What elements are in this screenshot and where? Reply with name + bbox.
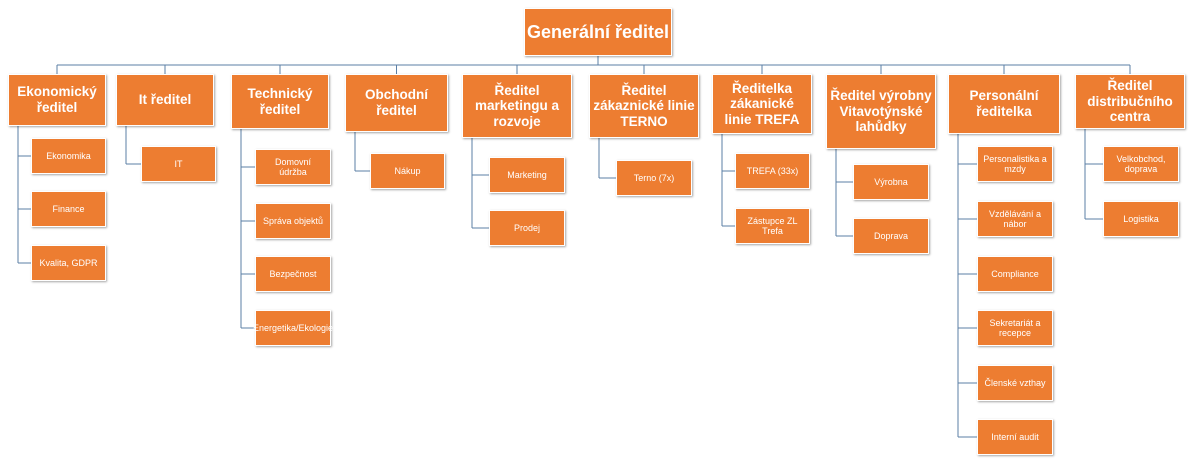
sub-unit-label: IT: [174, 158, 183, 169]
sub-unit-label: Vzdělávání a nábor: [988, 208, 1042, 229]
sub-unit-label: Interní audit: [991, 431, 1039, 442]
sub-unit-label: Domovní údržba: [274, 156, 311, 177]
sub-unit-label: Sekretariát a recepce: [989, 317, 1041, 338]
sub-unit-box: Velkobchod, doprava: [1103, 146, 1179, 182]
sub-unit-box: Sekretariát a recepce: [977, 310, 1053, 346]
sub-unit-label: Správa objektů: [262, 215, 324, 226]
sub-unit-label: Prodej: [513, 222, 540, 233]
root-label: Generální ředitel: [526, 21, 670, 42]
sub-unit-box: Domovní údržba: [255, 149, 331, 185]
sub-unit-box: Kvalita, GDPR: [31, 245, 106, 281]
department-label: Ředitel výrobny Vitavotýnské lahůdky: [830, 88, 932, 135]
sub-unit-box: Marketing: [489, 157, 565, 193]
department-box: Obchodní ředitel: [345, 74, 448, 132]
department-box: Technický ředitel: [231, 74, 329, 129]
department-label: Ředitel distribučního centra: [1087, 78, 1173, 125]
department-label: Personální ředitelka: [969, 88, 1039, 119]
sub-unit-box: Energetika/Ekologie: [252, 310, 334, 346]
sub-unit-box: IT: [141, 146, 216, 182]
sub-unit-box: Ekonomika: [31, 138, 106, 174]
sub-unit-box: Výrobna: [853, 164, 929, 200]
sub-unit-label: TREFA (33x): [746, 165, 799, 176]
department-label: Ekonomický ředitel: [17, 84, 97, 115]
sub-unit-label: Bezpečnost: [269, 268, 317, 279]
sub-unit-label: Velkobchod, doprava: [1116, 153, 1166, 174]
sub-unit-label: Logistika: [1123, 213, 1159, 224]
department-box: Ředitel zákaznické linie TERNO: [589, 74, 699, 138]
department-box: Ředitel výrobny Vitavotýnské lahůdky: [826, 74, 936, 149]
department-label: Technický ředitel: [247, 85, 313, 117]
sub-unit-box: Terno (7x): [616, 160, 692, 196]
sub-unit-box: Finance: [31, 191, 106, 227]
sub-unit-label: Personalistika a mzdy: [983, 153, 1047, 174]
department-box: It ředitel: [116, 74, 214, 126]
root-box-generalni-reditel: Generální ředitel: [524, 8, 672, 56]
sub-unit-box: Bezpečnost: [255, 256, 331, 292]
sub-unit-box: Compliance: [977, 256, 1053, 292]
sub-unit-box: Zástupce ZL Trefa: [735, 208, 810, 244]
sub-unit-box: Doprava: [853, 218, 929, 254]
department-label: Ředitel marketingu a rozvoje: [474, 82, 560, 129]
sub-unit-box: Logistika: [1103, 201, 1179, 237]
sub-unit-box: Nákup: [370, 153, 445, 189]
department-label: It ředitel: [138, 92, 192, 108]
sub-unit-box: Prodej: [489, 210, 565, 246]
department-label: Ředitel zákaznické linie TERNO: [593, 82, 695, 129]
sub-unit-label: Marketing: [507, 169, 547, 180]
sub-unit-label: Výrobna: [874, 176, 908, 187]
sub-unit-label: Terno (7x): [633, 172, 675, 183]
sub-unit-label: Členské vzthay: [984, 377, 1046, 388]
department-box: Personální ředitelka: [948, 74, 1060, 134]
sub-unit-label: Nákup: [394, 165, 421, 176]
sub-unit-box: Interní audit: [977, 419, 1053, 455]
department-box: Ředitel marketingu a rozvoje: [462, 74, 572, 138]
department-label: Ředitelka zákanické linie TREFA: [724, 80, 800, 127]
sub-unit-box: TREFA (33x): [735, 153, 810, 189]
sub-unit-label: Doprava: [873, 230, 909, 241]
sub-unit-label: Zástupce ZL Trefa: [747, 215, 798, 236]
department-box: Ředitelka zákanické linie TREFA: [712, 74, 812, 134]
sub-unit-label: Compliance: [991, 268, 1039, 279]
department-box: Ekonomický ředitel: [8, 74, 106, 126]
sub-unit-label: Ekonomika: [46, 150, 91, 161]
sub-unit-box: Personalistika a mzdy: [977, 146, 1053, 182]
sub-unit-box: Správa objektů: [255, 203, 331, 239]
sub-unit-label: Kvalita, GDPR: [39, 257, 98, 268]
sub-unit-label: Finance: [52, 203, 85, 214]
sub-unit-box: Vzdělávání a nábor: [977, 201, 1053, 237]
sub-unit-box: Členské vzthay: [977, 365, 1053, 401]
sub-unit-label: Energetika/Ekologie: [252, 322, 334, 333]
department-label: Obchodní ředitel: [365, 87, 428, 118]
department-box: Ředitel distribučního centra: [1075, 74, 1185, 129]
